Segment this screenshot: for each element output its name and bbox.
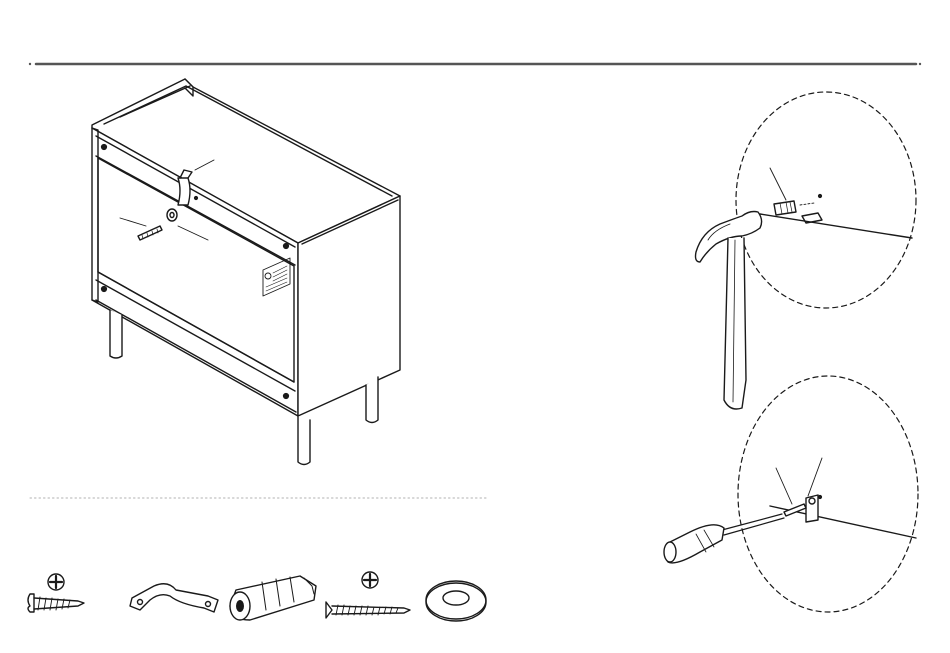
- hammer-driving-wall-plug: [696, 92, 917, 409]
- cabinet-assembly-drawing: [92, 79, 400, 465]
- wall-plug-anchor-icon: [230, 576, 316, 620]
- countersunk-screw-icon: [326, 572, 410, 618]
- metal-bracket-strap-icon: [130, 584, 218, 612]
- header-rule: [29, 63, 921, 65]
- round-head-screw-icon: [28, 574, 84, 612]
- screwdriver-fastening-bracket: [664, 376, 918, 612]
- flat-washer-icon: [426, 581, 486, 621]
